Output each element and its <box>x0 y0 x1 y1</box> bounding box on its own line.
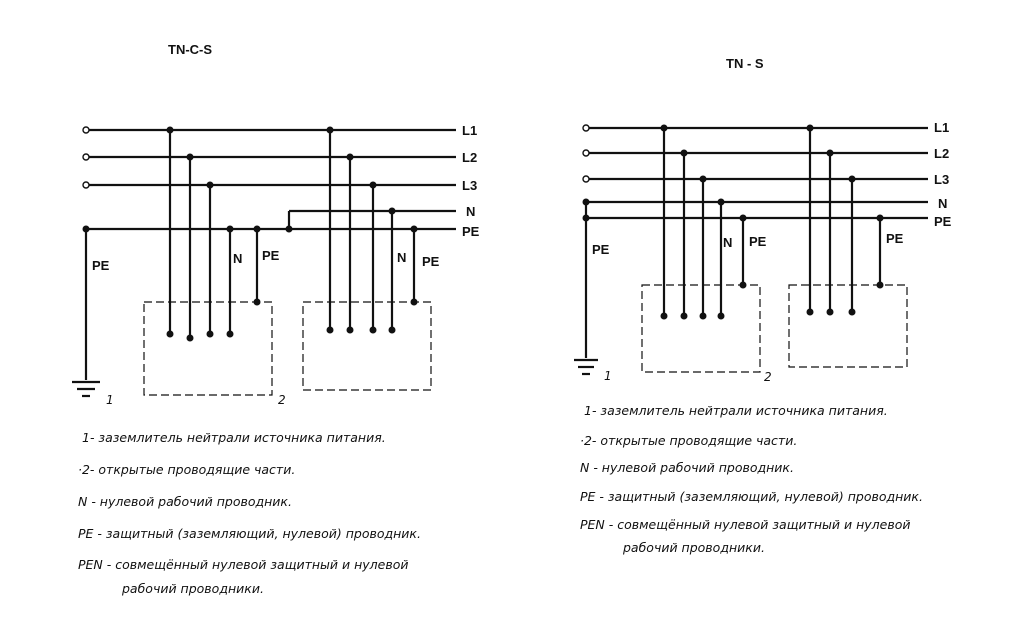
label-l3: L3 <box>462 178 477 193</box>
label-num-1: 1 <box>106 393 114 407</box>
load-enclosure-1 <box>641 284 761 373</box>
legend-line-2: ·2- открытые проводящие части. <box>78 462 295 477</box>
node <box>166 126 174 134</box>
label-n: N <box>938 196 947 211</box>
tn-s-title: TN - S <box>726 56 764 71</box>
node <box>848 175 856 183</box>
node <box>876 281 884 289</box>
ground-icon <box>574 358 598 376</box>
legend-line-5: PEN - совмещённый нулевой защитный и нул… <box>580 517 911 532</box>
node <box>806 308 814 316</box>
legend-line-1: 1- заземлитель нейтрали источника питани… <box>82 430 386 445</box>
node <box>326 126 334 134</box>
node <box>717 198 725 206</box>
node <box>253 225 261 233</box>
node <box>326 326 334 334</box>
node <box>680 312 688 320</box>
legend-line-5: PEN - совмещённый нулевой защитный и нул… <box>78 557 409 572</box>
label-num-1: 1 <box>604 369 612 383</box>
node <box>717 312 725 320</box>
node <box>253 298 261 306</box>
terminal-l2 <box>582 149 590 157</box>
label-pe-ground: PE <box>92 258 110 273</box>
label-l1: L1 <box>462 123 477 138</box>
label-l2: L2 <box>462 150 477 165</box>
label-pe-load2: PE <box>422 254 440 269</box>
label-pe: PE <box>934 214 952 229</box>
node <box>410 298 418 306</box>
node <box>388 326 396 334</box>
node <box>739 214 747 222</box>
node <box>285 225 293 233</box>
node <box>369 326 377 334</box>
load-enclosure-2 <box>302 301 432 391</box>
terminal-l1 <box>82 126 90 134</box>
tn-c-s-diagram: TN-C-S L1 L2 L3 N PE PE 1 <box>72 42 480 596</box>
node <box>388 207 396 215</box>
label-n-load2: N <box>397 250 406 265</box>
label-pe-load1: PE <box>749 234 767 249</box>
label-n-load1: N <box>723 235 732 250</box>
node <box>806 124 814 132</box>
node <box>826 308 834 316</box>
tn-s-diagram: TN - S L1 L2 L3 N PE PE 1 <box>574 56 952 555</box>
load2-wires <box>328 130 416 330</box>
legend-line-6: рабочий проводники. <box>622 540 765 555</box>
label-pe-load1: PE <box>262 248 280 263</box>
terminal-l1 <box>582 124 590 132</box>
load-enclosure-2 <box>788 284 908 368</box>
label-n: N <box>466 204 475 219</box>
legend-line-3: N - нулевой рабочий проводник. <box>78 494 292 509</box>
legend-line-4: PE - защитный (заземляющий, нулевой) про… <box>78 526 421 541</box>
label-num-2: 2 <box>278 393 286 407</box>
label-pe-load2: PE <box>886 231 904 246</box>
node <box>346 326 354 334</box>
node <box>186 334 194 342</box>
load-enclosure-1 <box>143 301 273 396</box>
label-n-load1: N <box>233 251 242 266</box>
label-pe-ground: PE <box>592 242 610 257</box>
node <box>206 330 214 338</box>
node <box>739 281 747 289</box>
legend-line-6: рабочий проводники. <box>121 581 264 596</box>
label-l1: L1 <box>934 120 949 135</box>
label-l3: L3 <box>934 172 949 187</box>
node <box>186 153 194 161</box>
node <box>346 153 354 161</box>
load1-wires <box>168 130 259 338</box>
node <box>876 214 884 222</box>
node <box>410 225 418 233</box>
node <box>369 181 377 189</box>
tn-c-s-title: TN-C-S <box>168 42 212 57</box>
terminal-l3 <box>82 181 90 189</box>
ground-icon <box>72 380 100 398</box>
legend-line-2: ·2- открытые проводящие части. <box>580 433 797 448</box>
node <box>699 312 707 320</box>
node <box>226 330 234 338</box>
legend-line-4: PE - защитный (заземляющий, нулевой) про… <box>580 489 923 504</box>
terminal-l3 <box>582 175 590 183</box>
legend-line-3: N - нулевой рабочий проводник. <box>580 460 794 475</box>
node <box>166 330 174 338</box>
node <box>680 149 688 157</box>
node <box>226 225 234 233</box>
node <box>699 175 707 183</box>
label-l2: L2 <box>934 146 949 161</box>
node <box>206 181 214 189</box>
node <box>660 312 668 320</box>
node <box>660 124 668 132</box>
node <box>826 149 834 157</box>
load1-wires <box>662 128 745 316</box>
load2-wires <box>808 128 882 312</box>
node <box>848 308 856 316</box>
label-num-2: 2 <box>764 370 772 384</box>
legend-line-1: 1- заземлитель нейтрали источника питани… <box>584 403 888 418</box>
terminal-l2 <box>82 153 90 161</box>
label-pe: PE <box>462 224 480 239</box>
